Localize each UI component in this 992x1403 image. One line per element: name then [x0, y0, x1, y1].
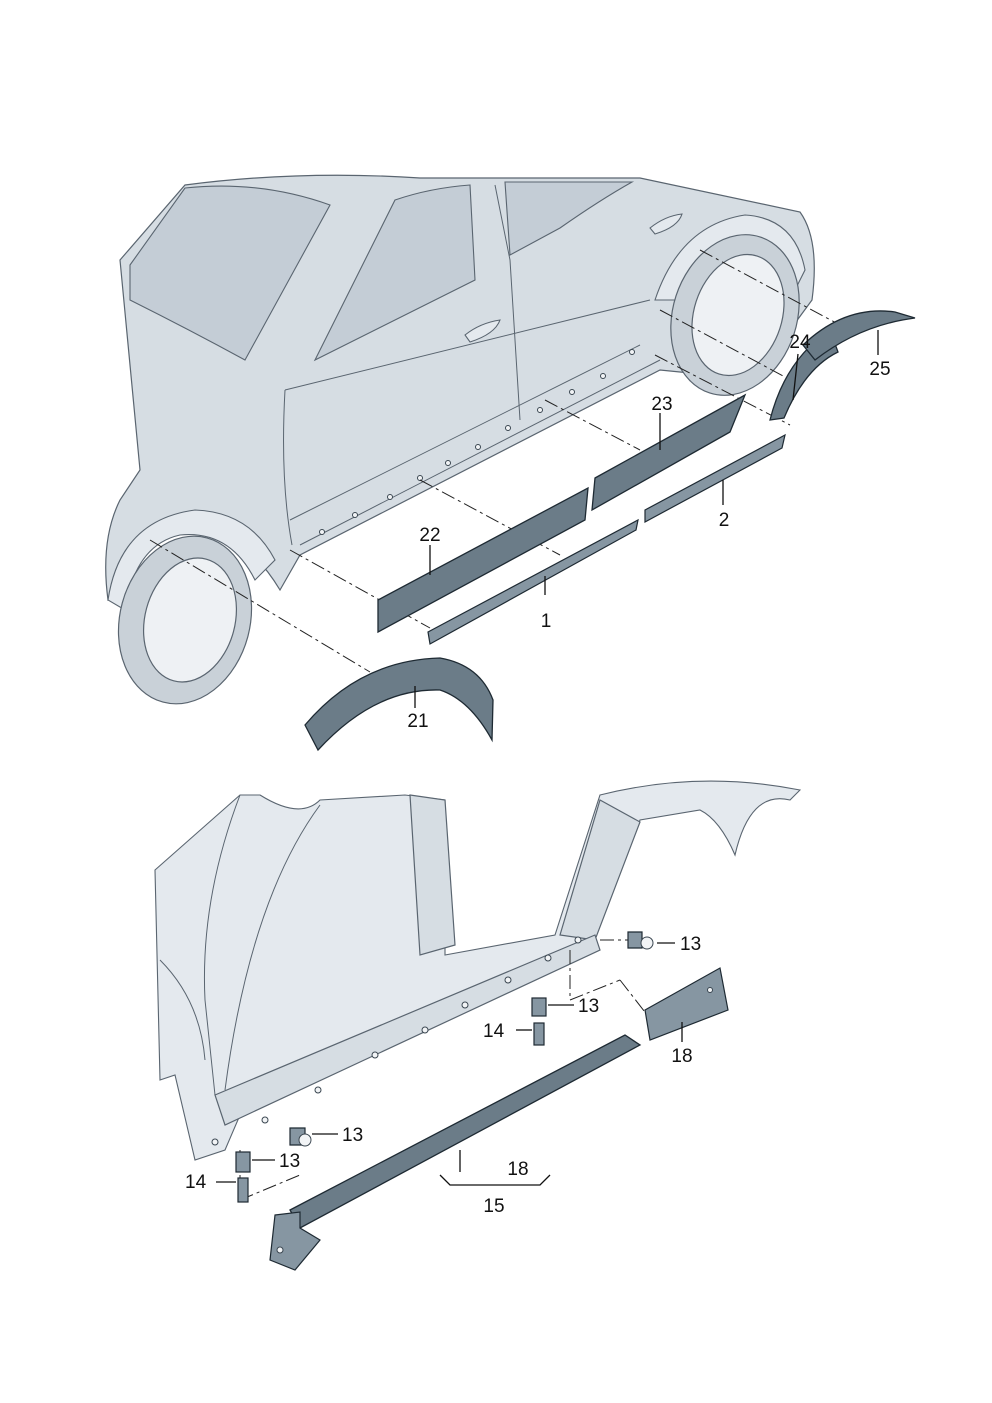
- callout-1: 1: [541, 611, 552, 632]
- sill-holes: [211, 936, 582, 1146]
- car-body-upper: [105, 174, 815, 601]
- callout-23: 23: [651, 394, 672, 415]
- fastener-14-a: [533, 1022, 545, 1046]
- callout-21: 21: [407, 711, 428, 732]
- callout-24: 24: [789, 332, 811, 353]
- front-wheel: [654, 214, 806, 396]
- fastener-13-c: [289, 1127, 312, 1147]
- callout-18-b: 18: [507, 1159, 528, 1180]
- part-25-wheel-arch-trim-front: [802, 310, 916, 361]
- part-21-wheel-arch-trim-rear: [304, 657, 494, 752]
- callout-22: 22: [419, 525, 440, 546]
- part-18-sill-end-piece: [644, 967, 729, 1041]
- bracket-15: [439, 1174, 551, 1186]
- trim-mounting-holes: [319, 349, 635, 535]
- callout-14-b: 14: [185, 1172, 207, 1193]
- fastener-13-a: [627, 931, 654, 950]
- fastener-13-d: [235, 1151, 251, 1173]
- rear-wheel: [107, 509, 276, 705]
- callout-25: 25: [869, 359, 890, 380]
- part-22-door-trim-rear: [377, 486, 589, 634]
- part-1-sill-strip-rear: [427, 518, 639, 645]
- body-shell-lower: [154, 780, 802, 1161]
- callout-13-a: 13: [680, 934, 701, 955]
- fastener-14-b: [237, 1177, 249, 1203]
- callout-18-a: 18: [671, 1046, 692, 1067]
- callout-15: 15: [483, 1196, 504, 1217]
- fastener-13-b: [531, 997, 547, 1017]
- part-2-sill-strip-front: [644, 433, 786, 524]
- callout-2: 2: [719, 510, 730, 531]
- part-23-door-trim-front: [591, 393, 747, 512]
- callout-13-c: 13: [342, 1125, 363, 1146]
- callout-13-d: 13: [279, 1151, 300, 1172]
- part-15-side-sill-cover: [269, 1034, 642, 1271]
- callout-13-b: 13: [578, 996, 599, 1017]
- callout-14-a: 14: [483, 1021, 505, 1042]
